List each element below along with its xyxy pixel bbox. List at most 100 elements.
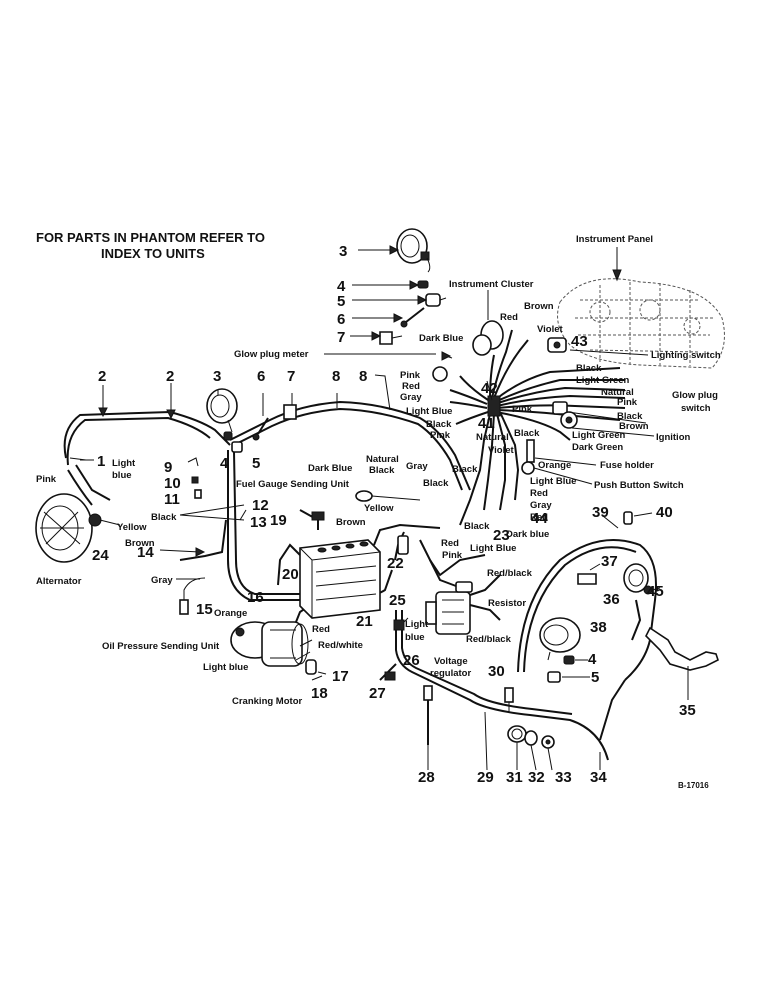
- wire-black-left: Black: [369, 465, 395, 476]
- callout-6-left: 6: [257, 368, 265, 385]
- wire-pink-alt: Pink: [36, 474, 57, 485]
- wire-light-green-r2: Light Green: [572, 430, 626, 441]
- part-27-clip: [384, 671, 396, 681]
- wire-black-r3: Black: [514, 428, 540, 439]
- label-resistor: Resistor: [488, 598, 526, 609]
- callout-45: 45: [647, 583, 664, 600]
- battery-cable-clamp: [311, 511, 325, 521]
- wire-dark-green: Dark Green: [572, 442, 623, 453]
- wire-pink-b: Pink: [430, 430, 451, 441]
- bracket-35: [645, 626, 719, 671]
- label-lighting-switch: Lighting switch: [651, 350, 721, 361]
- lighting-switch-part: [547, 337, 567, 353]
- wire-yellow-fuel: Yellow: [364, 503, 394, 514]
- connector-6-left: [252, 417, 269, 441]
- callout-4-left: 4: [220, 455, 229, 472]
- callout-30: 30: [488, 663, 505, 680]
- wire-gray-a: Gray: [400, 392, 422, 403]
- callout-9: 9: [164, 459, 172, 476]
- wire-black-a: Black: [426, 419, 452, 430]
- wire-black-r1: Black: [576, 363, 602, 374]
- callout-25: 25: [389, 592, 406, 609]
- wire-light-blue-bat: Light Blue: [470, 543, 516, 554]
- label-instrument-panel: Instrument Panel: [576, 234, 653, 245]
- callout-3-left: 3: [213, 368, 221, 385]
- callout-23: 23: [493, 527, 510, 544]
- header-line-2: INDEX TO UNITS: [101, 246, 205, 261]
- resistor-part: [455, 581, 473, 593]
- arrow-instrument-panel: [612, 269, 622, 282]
- wire-dark-blue-bat: Dark blue: [506, 529, 549, 540]
- callout-10: 10: [164, 475, 181, 492]
- lamp-38: [539, 617, 581, 661]
- headlight-3-top: [396, 228, 431, 273]
- alternator-part: [35, 493, 121, 563]
- label-push-button-switch: Push Button Switch: [594, 480, 684, 491]
- label-glow-plug-meter: Glow plug meter: [234, 349, 309, 360]
- clip-11: [194, 489, 202, 499]
- label-cranking-motor: Cranking Motor: [232, 696, 302, 707]
- socket-5-left: [231, 441, 243, 453]
- wire-natural-r: Natural: [601, 387, 634, 398]
- callout-24: 24: [92, 547, 109, 564]
- wire-pink-a: Pink: [400, 370, 421, 381]
- label-instrument-cluster: Instrument Cluster: [449, 279, 534, 290]
- wire-brown-alt: Brown: [125, 538, 155, 549]
- wire-brown-r: Brown: [619, 421, 649, 432]
- label-alternator: Alternator: [36, 576, 82, 587]
- callout-16: 16: [247, 589, 264, 606]
- wire-red-black-1: Red/black: [487, 568, 533, 579]
- wire-red-a: Red: [402, 381, 420, 392]
- bulb-4-rear: [563, 655, 575, 665]
- wire-light-blue-alt-2: blue: [112, 470, 132, 481]
- wire-red-white: Red/white: [318, 640, 363, 651]
- clip-10: [191, 476, 199, 484]
- battery-part: [299, 539, 381, 619]
- bulb-4-top: [417, 280, 429, 289]
- fuel-gauge-sending-unit-part: [355, 490, 421, 502]
- callout-6-top: 6: [337, 311, 345, 328]
- callout-18: 18: [311, 685, 328, 702]
- wire-black-12: Black: [151, 512, 177, 523]
- callout-11: 11: [164, 491, 180, 508]
- wire-dark-blue-top: Dark Blue: [419, 333, 463, 344]
- wire-black-mid2: Black: [423, 478, 449, 489]
- glow-plug-meter-part: [432, 366, 448, 382]
- callout-37: 37: [601, 553, 618, 570]
- wire-light-green-r1: Light Green: [576, 375, 630, 386]
- callout-7-top: 7: [337, 329, 345, 346]
- callout-5-rear: 5: [591, 669, 599, 686]
- wire-red-black-2: Red/black: [466, 634, 512, 645]
- wire-dark-blue-left: Dark Blue: [308, 463, 352, 474]
- part-31: [507, 725, 527, 743]
- instrument-cluster: [472, 290, 504, 356]
- wire-light-blue-alt-1: Light: [112, 458, 136, 469]
- part-40: [623, 511, 633, 525]
- callout-33: 33: [555, 769, 572, 786]
- wire-light-blue-reg-2: blue: [405, 632, 425, 643]
- part-25-plug: [393, 619, 405, 631]
- callout-26: 26: [403, 652, 420, 669]
- label-oil-pressure-sending-unit: Oil Pressure Sending Unit: [102, 641, 220, 652]
- wire-orange-16: Orange: [214, 608, 247, 619]
- wire-black-r2: Black: [617, 411, 643, 422]
- part-28-plug: [423, 685, 433, 701]
- callout-39: 39: [592, 504, 609, 521]
- wire-natural-mid: Natural: [476, 432, 509, 443]
- wire-violet: Violet: [537, 324, 564, 335]
- wire-gray-right: Gray: [530, 500, 552, 511]
- callout-38: 38: [590, 619, 607, 636]
- wire-black-bat: Black: [464, 521, 490, 532]
- callout-36: 36: [603, 591, 620, 608]
- part-30: [504, 687, 514, 703]
- wire-pink-r: Pink: [617, 397, 638, 408]
- callout-40: 40: [656, 504, 673, 521]
- push-button-switch-part: [521, 461, 535, 475]
- header-line-1: FOR PARTS IN PHANTOM REFER TO: [36, 230, 265, 245]
- callout-4-top: 4: [337, 278, 346, 295]
- callout-41: 41: [478, 415, 495, 432]
- callout-22: 22: [387, 555, 404, 572]
- instrument-panel-phantom: [557, 278, 725, 369]
- connector-6-top: [400, 307, 425, 328]
